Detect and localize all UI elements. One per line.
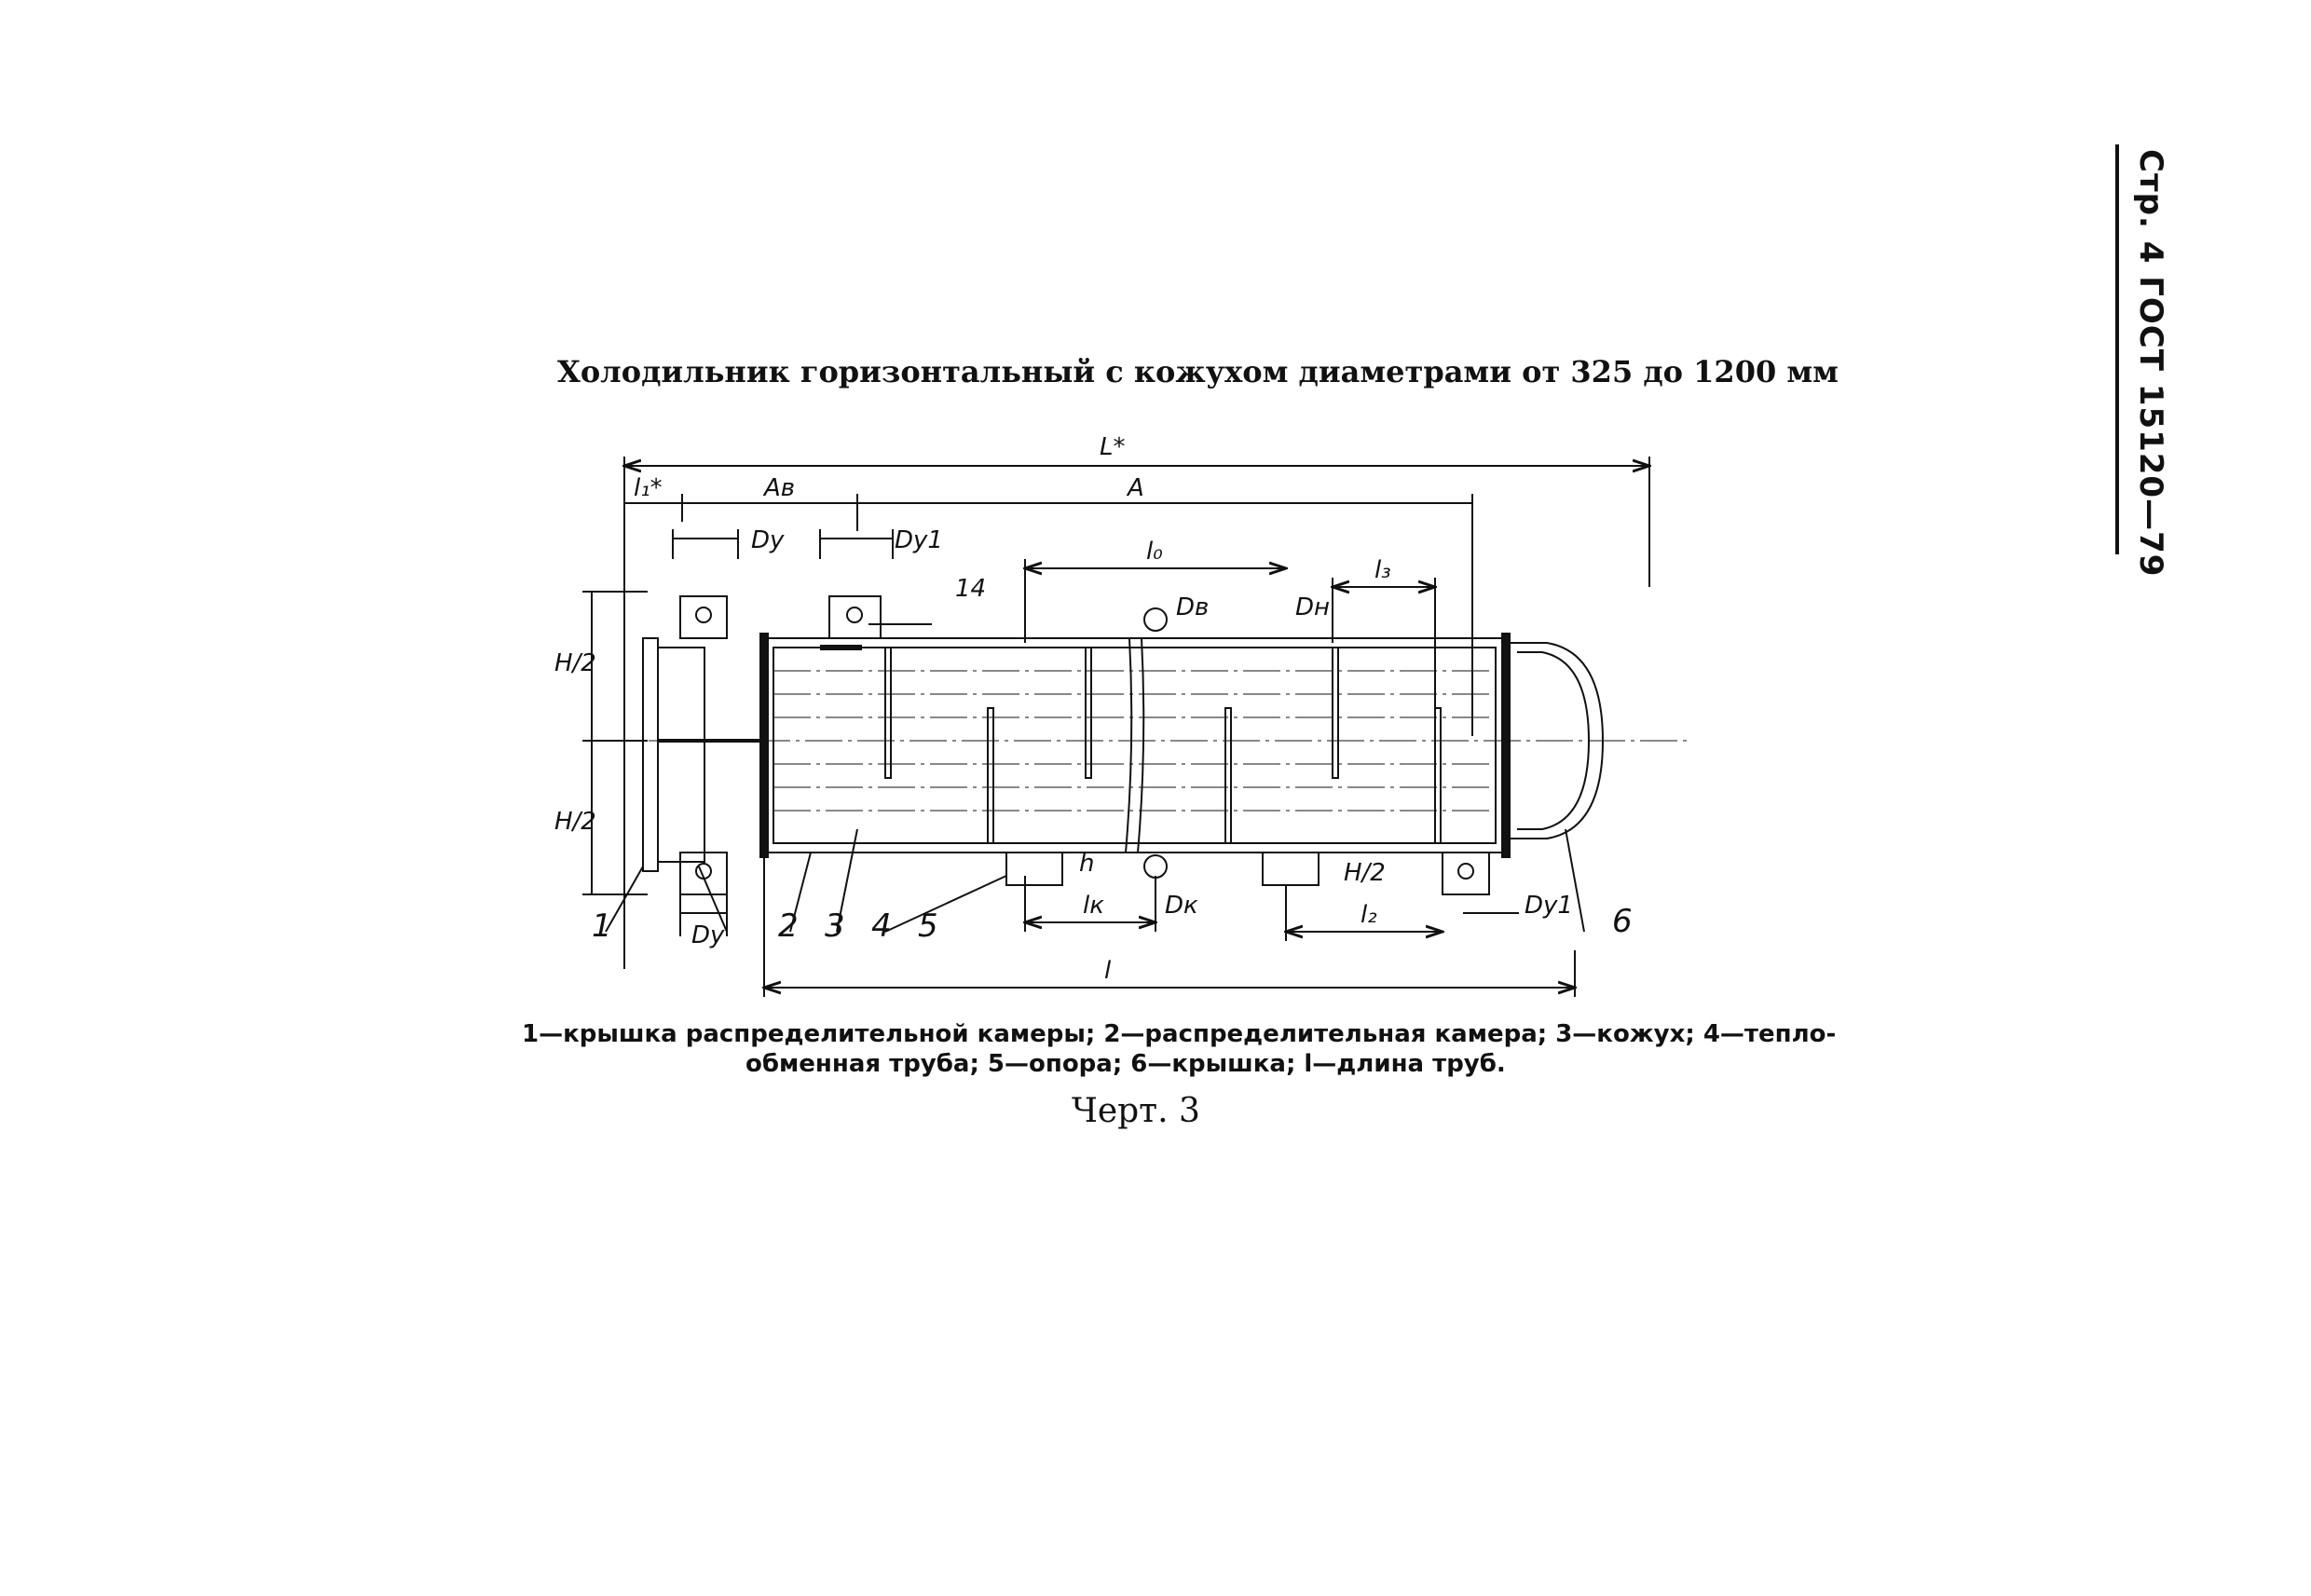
dim-lk: lк (1083, 892, 1104, 920)
part-number-4: 4 (871, 907, 892, 945)
header-rule (2115, 144, 2119, 554)
dim-Dn: Dн (1295, 593, 1330, 621)
dim-H2-bottom: H/2 (554, 808, 596, 836)
drawing-legend: 1—крышка распределительной камеры; 2—рас… (522, 1019, 1837, 1079)
dim-l2: l₂ (1361, 901, 1377, 929)
dim-Dy1-bottom: Dу1 (1525, 892, 1573, 920)
legend-line-2: обменная труба; 5—опора; 6—крышка; l—дли… (745, 1050, 1506, 1078)
technical-drawing: L* l₁* Aв A Dу Dу1 l₀ l₃ Dв Dн H/2 H/2 h… (540, 429, 1687, 1006)
dim-Dk: Dк (1165, 892, 1198, 920)
dim-A: A (1126, 474, 1144, 502)
legend-line-1: 1—крышка распределительной камеры; 2—рас… (522, 1020, 1837, 1048)
dim-l3: l₃ (1374, 556, 1391, 584)
part-14-label: 14 (955, 575, 986, 603)
dim-L-total: L* (1100, 433, 1126, 461)
dim-Ab: Aв (762, 474, 795, 502)
heat-exchanger-drawing: L* l₁* Aв A Dу Dу1 l₀ l₃ Dв Dн H/2 H/2 h… (554, 433, 1687, 997)
dim-l0: l₀ (1146, 538, 1163, 566)
drawing-title: Холодильник горизонтальный с кожухом диа… (557, 354, 1839, 389)
part-number-1: 1 (592, 907, 612, 945)
part-number-6: 6 (1612, 903, 1633, 940)
dim-l: l (1104, 957, 1112, 985)
dim-Db: Dв (1176, 593, 1209, 621)
dim-l1: l₁* (634, 474, 663, 502)
dim-Dy-bottom: Dу (691, 921, 725, 949)
dim-Dy1-top: Dу1 (895, 526, 943, 554)
part-number-3: 3 (825, 907, 845, 945)
dim-H2-right: H/2 (1344, 859, 1386, 887)
page-reference: Стр. 4 ГОСТ 15120—79 (2132, 149, 2169, 578)
part-number-5: 5 (918, 907, 938, 945)
page-header: Стр. 4 ГОСТ 15120—79 (2126, 140, 2182, 577)
dim-Dy-top: Dу (751, 526, 785, 554)
part-number-2: 2 (778, 907, 799, 945)
dim-h: h (1079, 850, 1094, 878)
dim-H2-top: H/2 (554, 649, 596, 677)
figure-label: Черт. 3 (1072, 1092, 1200, 1130)
